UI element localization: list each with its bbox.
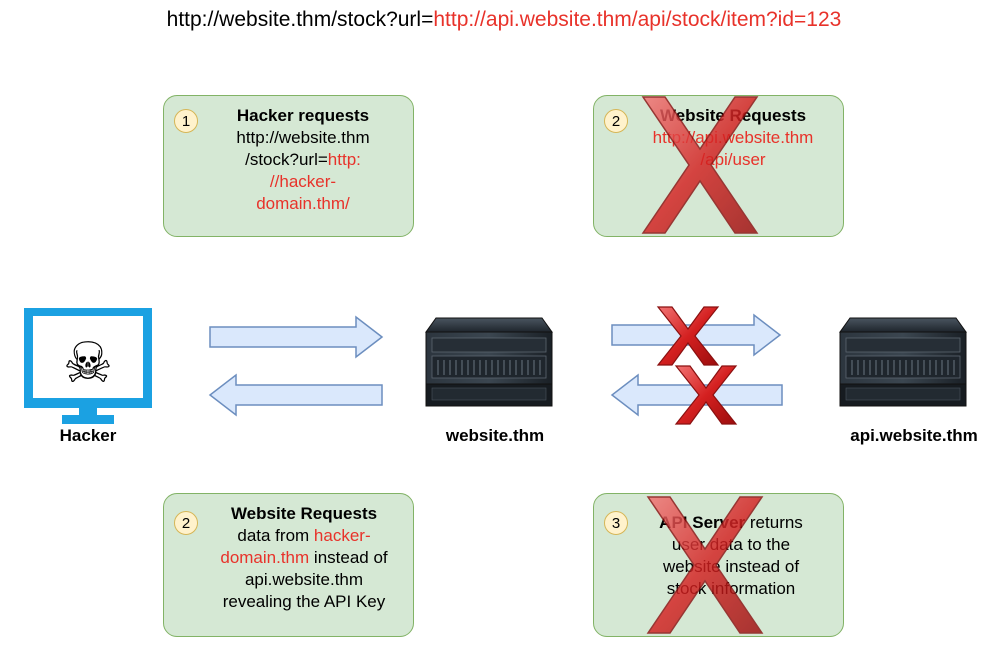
step-hacker-request-box: 1 Hacker requests http://website.thm /st… <box>163 95 414 237</box>
hacker-monitor-icon <box>24 308 152 424</box>
step-number-badge: 1 <box>174 109 198 133</box>
blocked-x-icon <box>642 96 758 234</box>
step-line: /stock?url=http: <box>204 149 402 171</box>
step-line-prefix: /stock?url= <box>245 150 328 169</box>
step-line-highlight: domain.thm/ <box>256 194 350 213</box>
step-number-badge: 2 <box>604 109 628 133</box>
step-api-server-blocked-box: 3 API Server returns user data to the we… <box>593 493 844 637</box>
step-line: revealing the API Key <box>222 592 386 611</box>
step-line-highlight: domain.thm <box>220 548 310 567</box>
step-line-suffix: instead of <box>309 548 388 567</box>
arrow-hacker-to-website <box>209 315 384 359</box>
step-line-suffix: returns <box>745 513 803 532</box>
url-prefix: http://website.thm/stock?url= <box>166 8 434 31</box>
website-label: website.thm <box>445 426 545 445</box>
url-value: http://api.website.thm/api/stock/item?id… <box>433 8 842 31</box>
step-line-highlight: hacker- <box>313 526 371 545</box>
api-server-icon <box>839 317 967 407</box>
step-line-highlight: //hacker- <box>269 172 337 191</box>
step-line-highlight: http: <box>327 150 361 169</box>
blocked-x-icon <box>647 496 763 634</box>
skull-crossbones-icon: ☠ <box>63 331 113 394</box>
step-line: api.website.thm <box>244 570 364 589</box>
arrow-website-to-hacker <box>208 373 383 417</box>
api-label: api.website.thm <box>850 426 978 445</box>
website-server-icon <box>425 317 553 407</box>
step-text: Website Requests data from hacker- domai… <box>196 503 412 613</box>
step-text: Hacker requests http://website.thm /stoc… <box>204 105 402 215</box>
step-website-request-actual-box: 2 Website Requests data from hacker- dom… <box>163 493 414 637</box>
arrow-api-to-website <box>610 373 783 417</box>
step-number-badge: 2 <box>174 511 198 535</box>
step-title: Hacker requests <box>236 106 370 125</box>
step-line: domain.thm instead of <box>196 547 412 569</box>
step-title: Website Requests <box>230 504 378 523</box>
step-line: data from hacker- <box>196 525 412 547</box>
step-line: http://website.thm <box>236 128 370 147</box>
step-website-request-blocked-box: 2 Website Requests http://api.website.th… <box>593 95 844 237</box>
hacker-label: Hacker <box>59 426 117 445</box>
step-line-prefix: data from <box>237 526 314 545</box>
url-line: http://website.thm/stock?url=http://api.… <box>0 8 1008 32</box>
step-number-badge: 3 <box>604 511 628 535</box>
